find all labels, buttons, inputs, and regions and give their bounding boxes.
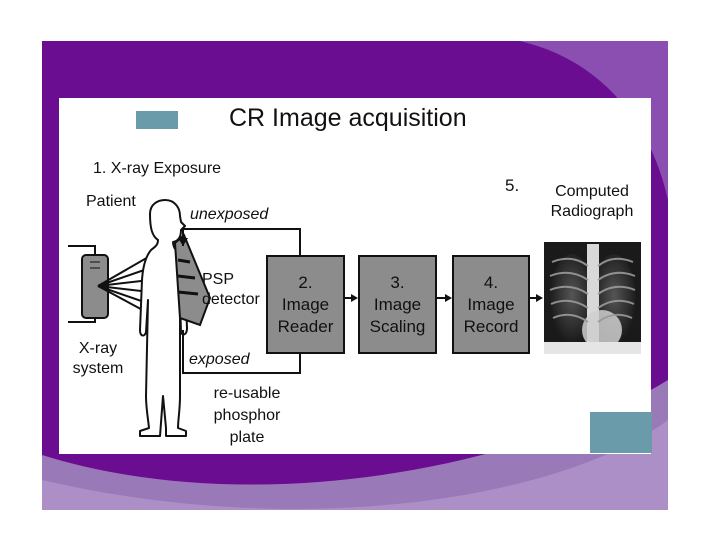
plate-label: re-usable phosphor plate: [192, 383, 302, 449]
box-image-record: 4. Image Record: [452, 255, 530, 354]
computed-label-line2: Radiograph: [550, 203, 634, 220]
box-image-scaling-num: 3.: [390, 272, 405, 292]
box-image-record-line1: Image: [467, 294, 515, 314]
teal-decor-block-top: [136, 111, 178, 129]
box-image-scaling-line2: Scaling: [369, 316, 426, 336]
unexposed-label: unexposed: [190, 206, 269, 223]
box-image-reader: 2. Image Reader: [266, 255, 345, 354]
box-image-reader-line2: Reader: [277, 316, 334, 336]
xray-label-line2: system: [72, 360, 124, 377]
box-image-reader-num: 2.: [298, 272, 313, 292]
slide-title: CR Image acquisition: [229, 104, 467, 132]
box-image-reader-line1: Image: [281, 294, 330, 314]
plate-label-line1: re-usable: [213, 385, 281, 402]
step5-number: 5.: [505, 176, 520, 195]
box-image-record-line2: Record: [463, 316, 519, 336]
computed-radiograph-label: Computed Radiograph: [537, 182, 647, 222]
chest-radiograph-image: [544, 242, 641, 354]
xray-label-line1: X-ray: [78, 340, 118, 357]
psp-detector-label: PSP detector: [202, 270, 260, 310]
box-image-scaling: 3. Image Scaling: [358, 255, 437, 354]
teal-decor-block-bottom: [590, 412, 652, 453]
box-image-scaling-line1: Image: [373, 294, 422, 314]
box-image-record-num: 4.: [483, 272, 499, 292]
computed-label-line1: Computed: [555, 183, 629, 200]
patient-label: Patient: [86, 193, 136, 210]
plate-label-line2: phosphor: [213, 407, 281, 424]
step1-label: 1. X-ray Exposure: [93, 160, 222, 177]
plate-label-line3: plate: [229, 429, 265, 446]
exposed-label: exposed: [189, 351, 250, 368]
psp-label-line1: PSP: [202, 271, 235, 288]
psp-label-line2: detector: [202, 291, 260, 308]
flow-arrows: [345, 294, 543, 302]
xray-system-label: X-ray system: [58, 339, 138, 379]
unexposed-line: [178, 228, 301, 256]
